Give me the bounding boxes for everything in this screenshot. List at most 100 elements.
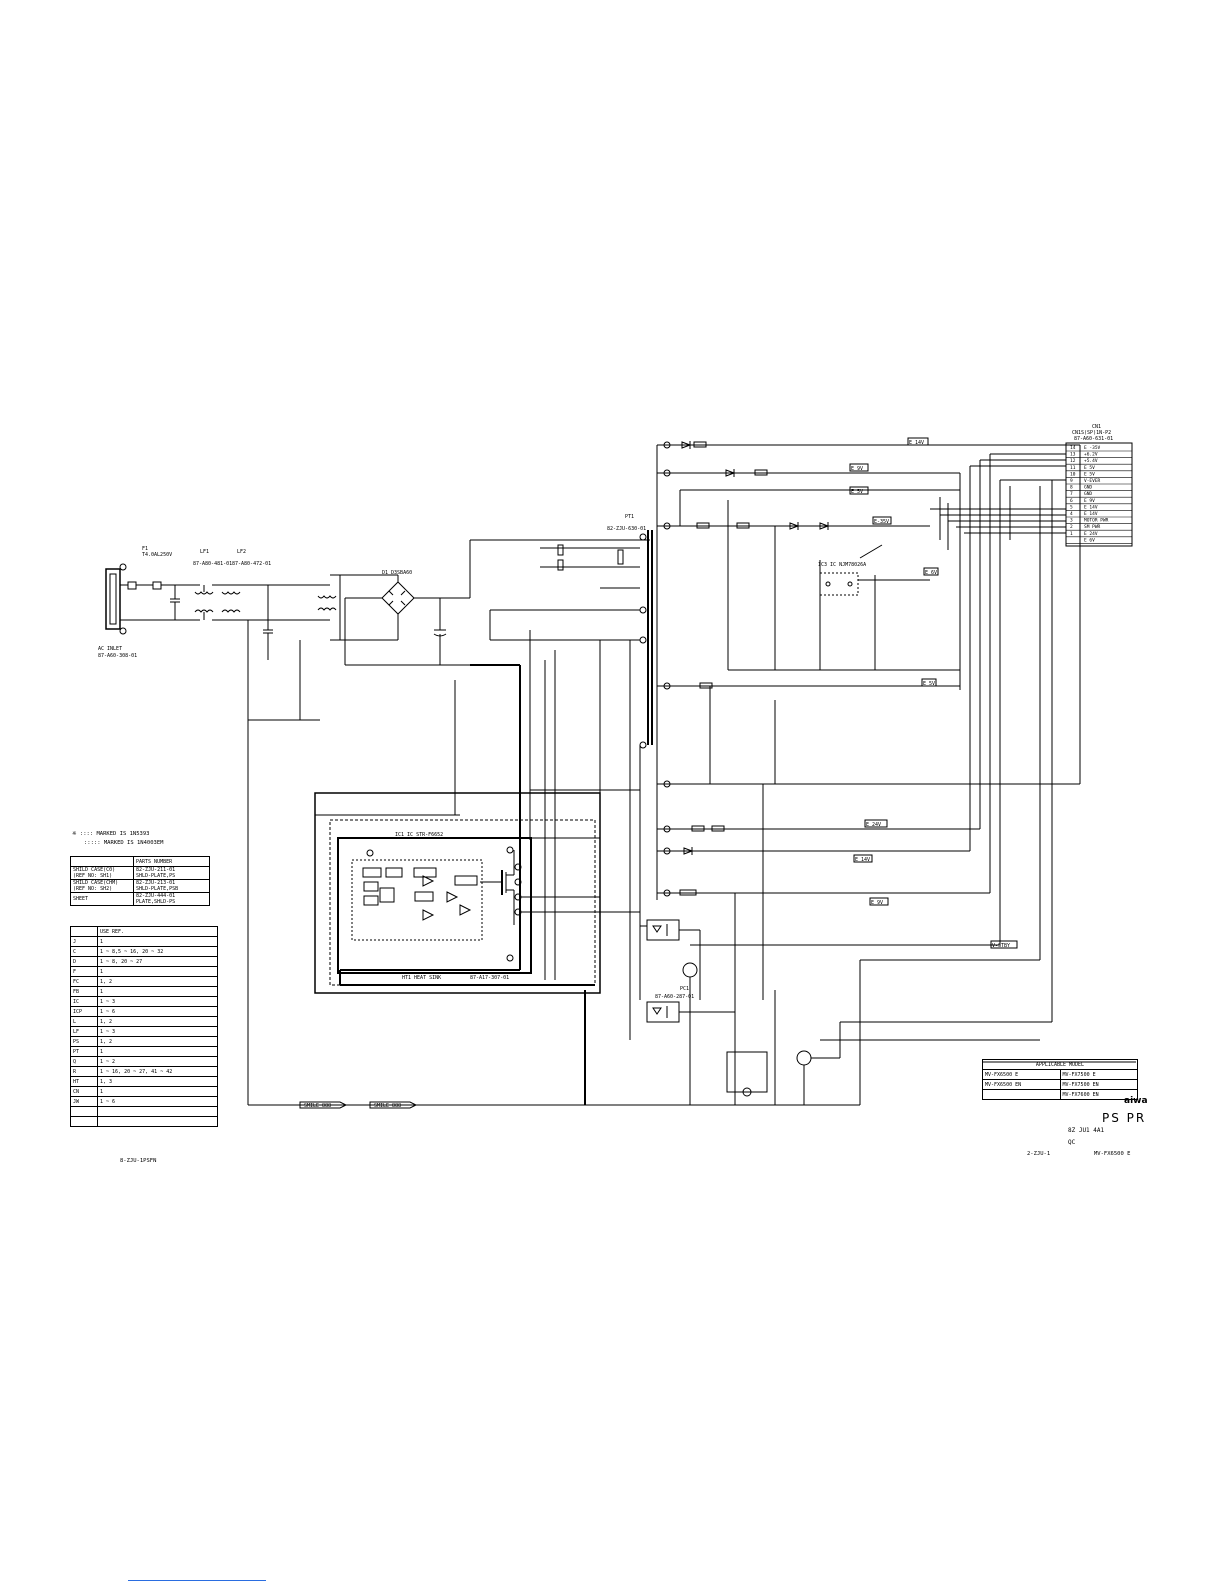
- tag-vstby: V-STBY: [992, 943, 1010, 949]
- fuse-symbol: [120, 581, 200, 621]
- bulk-capacitor: [433, 539, 650, 665]
- parts-table: PARTS NUMBER SHILD CASE(C0) (REF NO: SH1…: [70, 856, 210, 906]
- ref-range: 1 ~ 16, 20 ~ 27, 41 ~ 42: [97, 1066, 218, 1077]
- tag-e9v-b: E 9V: [871, 900, 883, 906]
- connector-pin-signal: +6.2V: [1084, 452, 1098, 458]
- ref-range: 1, 2: [97, 1016, 218, 1027]
- ic1-pins: [366, 846, 522, 962]
- ref-symbol: FB: [70, 986, 98, 997]
- connector-pin-signal: V-EVER: [1084, 478, 1101, 484]
- primary-power-lines: [339, 664, 595, 1105]
- tag-e6v: E 6V: [925, 570, 937, 576]
- header-connector-box: [1065, 442, 1133, 547]
- title-block-model: MV-FX6500 E: [1094, 1151, 1131, 1157]
- connector-pin-number: 8: [1070, 485, 1073, 491]
- connector-pin-number: 6: [1070, 498, 1073, 504]
- ref-range: 1: [97, 1086, 218, 1097]
- ref-range: 1 ~ 3: [97, 996, 218, 1007]
- parts-table-blank: [70, 856, 134, 867]
- ac-inlet-ref: 87-A60-308-01: [98, 653, 137, 659]
- ref-symbol: J: [70, 936, 98, 947]
- tag-e5v: E 5V: [851, 489, 863, 495]
- tag-e14v: E 14V: [909, 440, 924, 446]
- connector-pin-number: 13: [1070, 452, 1076, 458]
- ref-table-header-cell: [70, 926, 98, 937]
- connector-pin-number: 11: [1070, 465, 1076, 471]
- ref-range: 1 ~ 6: [97, 1006, 218, 1017]
- applicable-model-cell: MV-FX6500 E: [982, 1069, 1061, 1080]
- ref-symbol: R: [70, 1066, 98, 1077]
- applicable-model-cell: MV-FX7500 EN: [1059, 1079, 1138, 1090]
- applicable-model-row: MV-FX7600 EN: [982, 1089, 1138, 1100]
- parts-row-number: 82-ZJU-444-01 PLATE,SHLD-PS: [133, 892, 210, 906]
- connector-pin-number: 4: [1070, 511, 1073, 517]
- ref-range: 1, 2: [97, 976, 218, 987]
- ht1-part: 87-A17-307-01: [470, 975, 509, 981]
- ref-range: [97, 1106, 218, 1117]
- transistor-q2: [796, 1050, 812, 1066]
- connector-pin-signal: E 6V: [1084, 537, 1095, 543]
- signal-tags: [849, 437, 1018, 949]
- connector-pin-number: 10: [1070, 471, 1076, 477]
- tag-e24v: E 24V: [866, 822, 881, 828]
- connector-pin-number: 1: [1070, 531, 1073, 537]
- ht1-label: HT1 HEAT SINK: [402, 975, 441, 981]
- ref-range: 1: [97, 966, 218, 977]
- lf2-label: LF2: [237, 549, 246, 555]
- ref-symbol: F: [70, 966, 98, 977]
- bridge-label: D1 D3SBA60: [382, 570, 412, 576]
- ref-symbol: PT: [70, 1046, 98, 1057]
- title-block-qc: QC: [1068, 1139, 1076, 1146]
- ref-symbol: D: [70, 956, 98, 967]
- ref-range: [97, 1116, 218, 1127]
- applicable-model-header: APPLICABLE MODEL: [982, 1059, 1138, 1070]
- ref-range: 1, 2: [97, 1036, 218, 1047]
- ic1-internal-blocks: [362, 850, 515, 925]
- tag-e35v: E-35V: [874, 519, 889, 525]
- ic1-label: IC1 IC STR-F6652: [395, 832, 443, 838]
- connector-pin-number: 2: [1070, 524, 1073, 530]
- connector-wires: [900, 444, 1081, 1022]
- applicable-model-cell: MV-FX7600 EN: [1059, 1089, 1138, 1100]
- applicable-model-cell: MV-FX7500 E: [1059, 1069, 1138, 1080]
- connector-pin-signal: GND: [1084, 491, 1092, 497]
- ref-range: 1 ~ 8,5 ~ 16, 20 ~ 32: [97, 946, 218, 957]
- title-block-sheet: 2-ZJU-1: [1027, 1151, 1051, 1157]
- rail-components: [679, 441, 830, 896]
- applicable-model-cell: [982, 1089, 1061, 1100]
- standby-circuit: [689, 784, 1052, 1105]
- connector-pin-number: 9: [1070, 478, 1073, 484]
- parts-row-name: SHILD CASE(CHM) (REF NO: SH2): [70, 879, 134, 893]
- smile-label-1: SMILE 888: [304, 1103, 331, 1109]
- photocoupler-pc1: [640, 919, 700, 941]
- ref-table-row: [70, 1106, 218, 1117]
- transformer-pt1: [639, 445, 658, 900]
- x-capacitors: [170, 585, 320, 721]
- tag-e9v: E 9V: [851, 466, 863, 472]
- ref-symbol: ICP: [70, 1006, 98, 1017]
- cn1-part: CN1S(SP)1N-P2: [1072, 430, 1111, 436]
- title-block-title: PS PR: [1102, 1111, 1147, 1125]
- primary-snubber: [489, 544, 640, 641]
- ref-range: 1: [97, 986, 218, 997]
- lf1-label: LF1: [200, 549, 209, 555]
- tag-e14v-b: E 14V: [855, 857, 870, 863]
- pc1-label: PC1: [680, 986, 689, 992]
- ref-range: 1 ~ 3: [97, 1026, 218, 1037]
- note-line-1: ※ :::: MARKED IS 1N5393: [72, 831, 150, 837]
